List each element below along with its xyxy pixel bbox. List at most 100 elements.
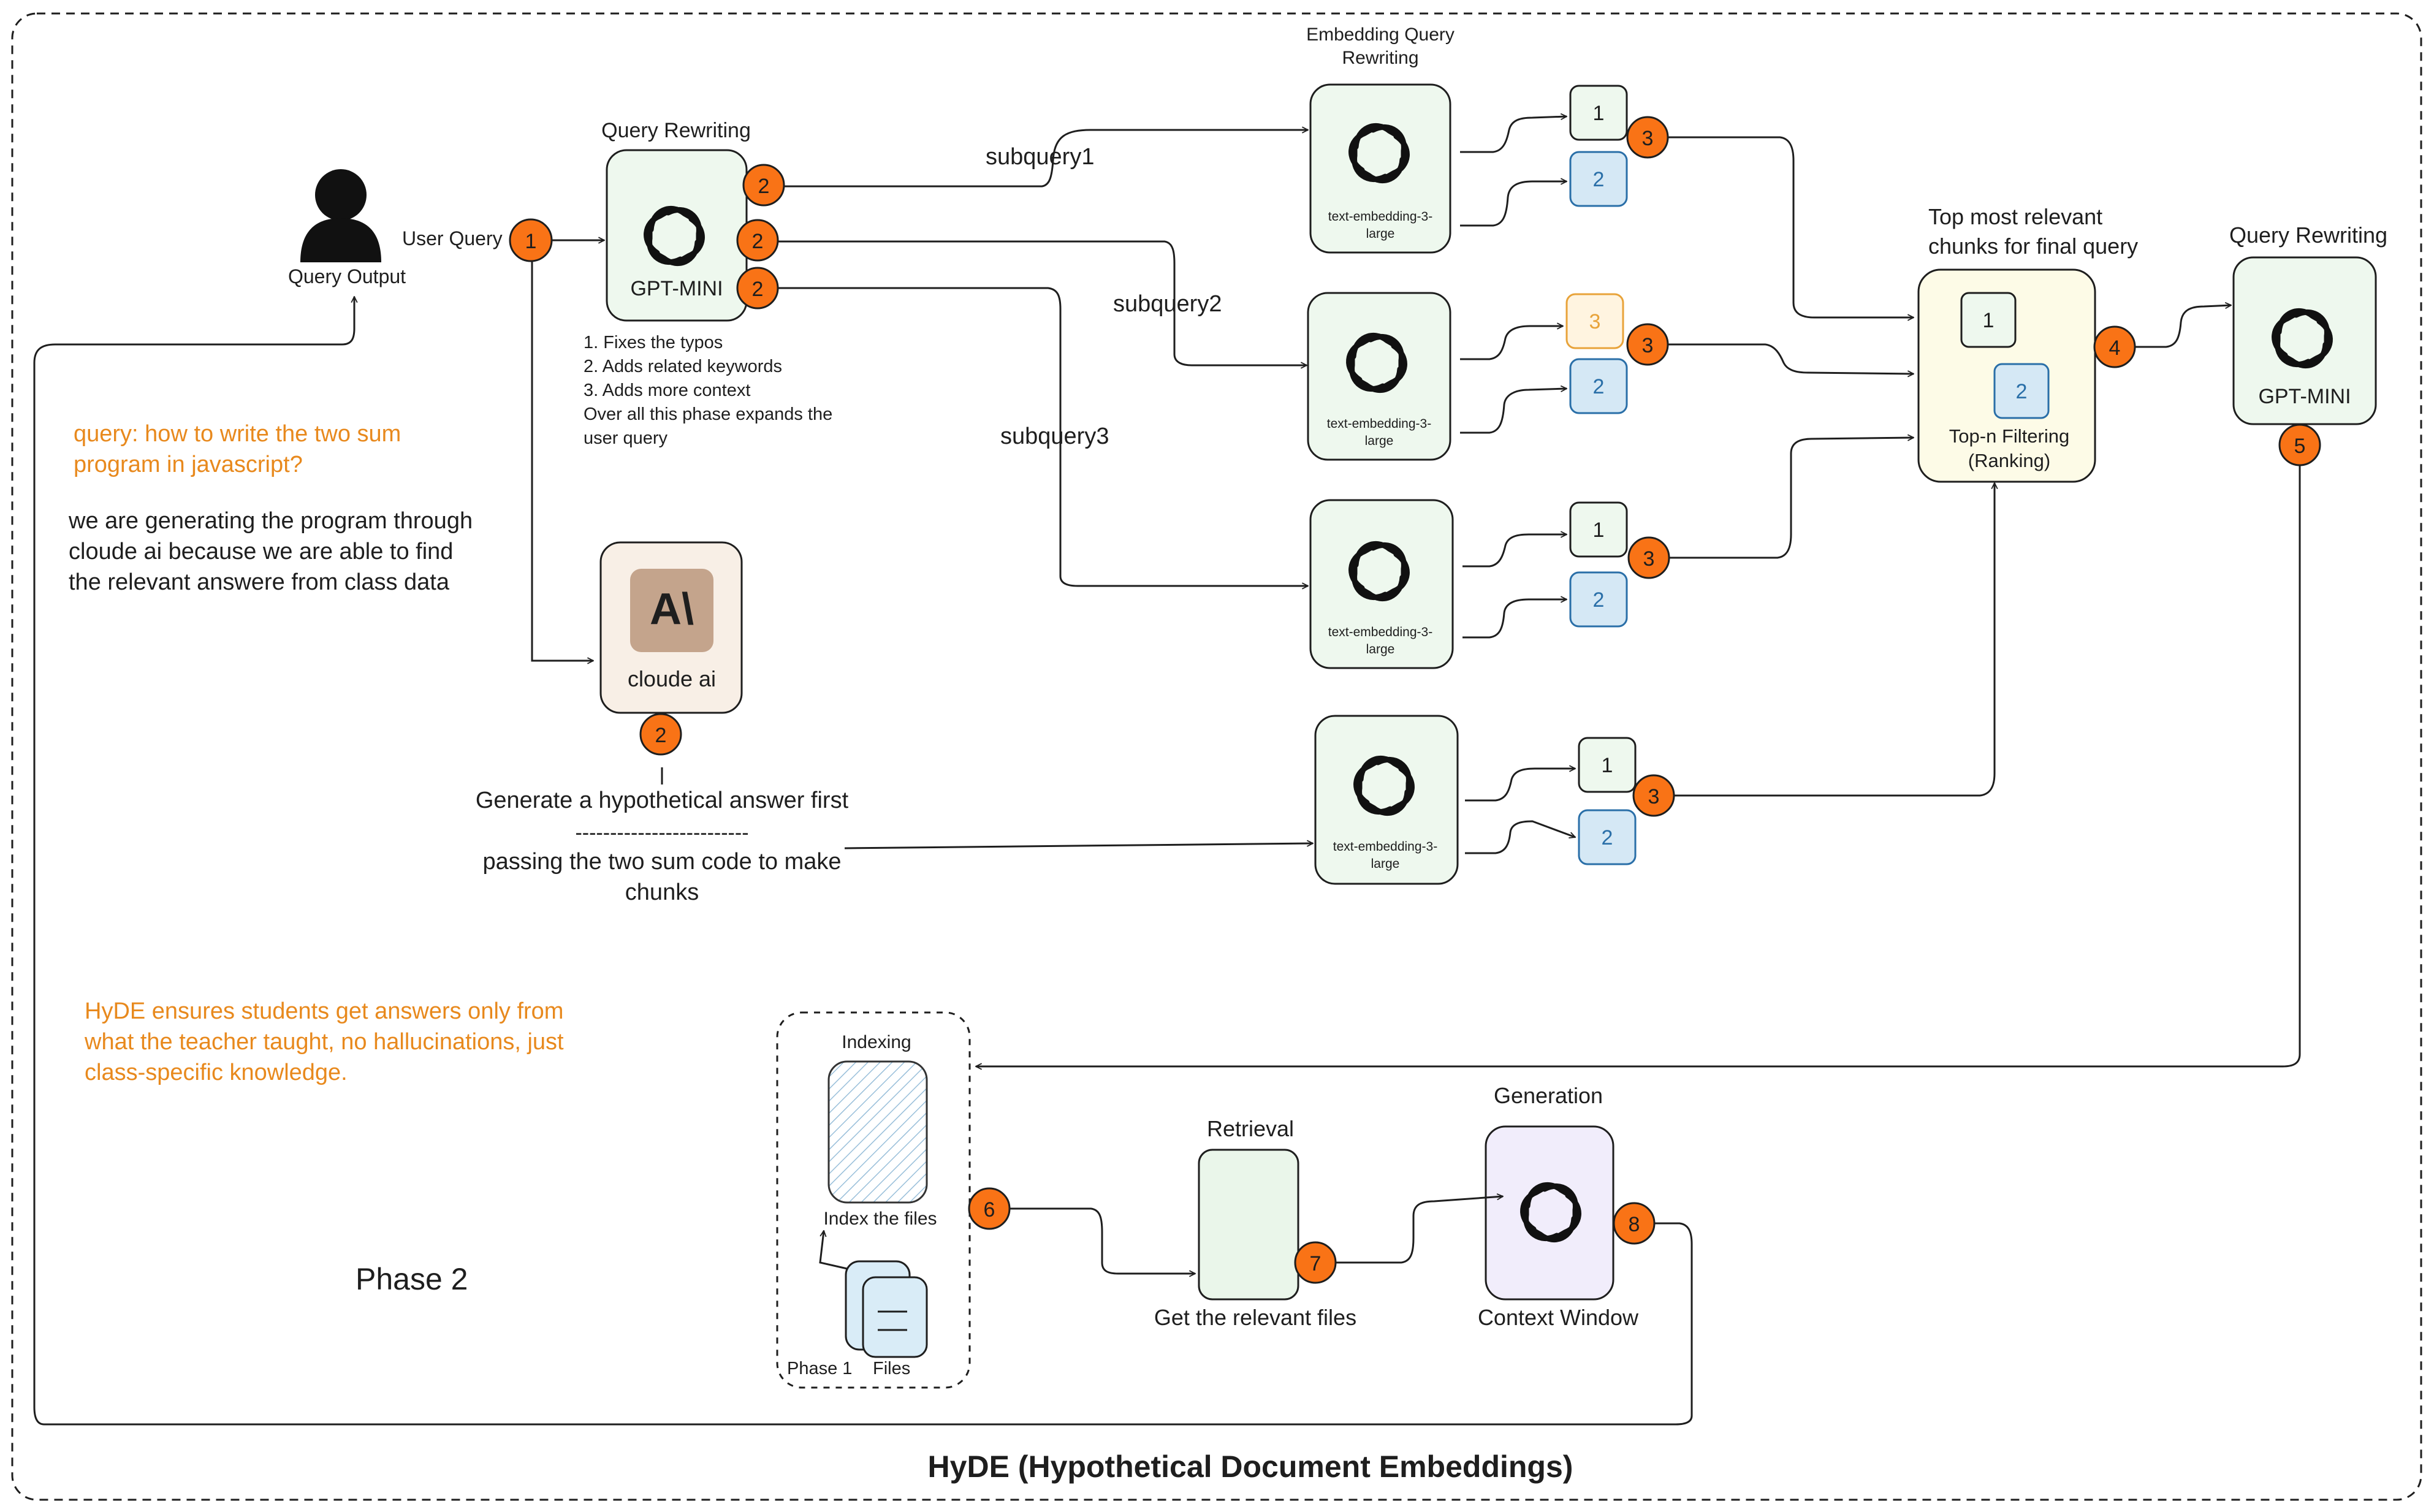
step-badge-7: 7 xyxy=(1294,1241,1337,1284)
embedding-card-4[interactable]: text-embedding-3- large xyxy=(1314,715,1459,885)
phase1-frame xyxy=(776,1011,971,1389)
ranking-label-line1: Top-n Filtering xyxy=(1949,425,2069,447)
rewrite-note-2: 2. Adds related keywords xyxy=(584,357,782,376)
rewrite-note-5: user query xyxy=(584,428,668,448)
embedding-card-2[interactable]: text-embedding-3- large xyxy=(1307,292,1451,461)
query-note-line1: query: how to write the two sum xyxy=(74,421,401,447)
connectors xyxy=(33,116,2301,1426)
diagram-title: HyDE (Hypothetical Document Embeddings) xyxy=(928,1449,1573,1484)
embedding-model-label: text-embedding-3- xyxy=(1327,417,1431,431)
step-badge-8: 8 xyxy=(1613,1202,1656,1245)
step-badge-2: 2 xyxy=(736,267,779,310)
embedding-heading-line1: Embedding Query xyxy=(1306,25,1455,45)
generation-label: Generation xyxy=(1494,1083,1603,1108)
step-badge-3: 3 xyxy=(1626,116,1669,159)
svg-text:2: 2 xyxy=(655,724,667,747)
ranking-heading-line2: chunks for final query xyxy=(1928,234,2138,259)
svg-text:3: 3 xyxy=(1643,547,1655,571)
chunk-chip-label: 2 xyxy=(1593,375,1605,398)
chunk-chip-label: 2 xyxy=(2016,380,2028,403)
generation-caption: Context Window xyxy=(1478,1305,1639,1330)
chunk-chip-label: 1 xyxy=(1593,519,1605,542)
embedding-model-label: large xyxy=(1366,227,1395,241)
chunk-chip-1 xyxy=(1569,85,1628,141)
hypothetical-line2: passing the two sum code to make xyxy=(482,849,841,875)
rewrite-note-1: 1. Fixes the typos xyxy=(584,333,723,352)
svg-text:2: 2 xyxy=(758,175,770,198)
final-rewriting-heading: Query Rewriting xyxy=(2229,222,2387,248)
chunk-chip-2 xyxy=(1578,809,1637,865)
embedding-model-label: large xyxy=(1365,434,1394,448)
rewrite-note-4: Over all this phase expands the xyxy=(584,405,832,424)
index-files-label: Index the files xyxy=(823,1209,937,1229)
embedding-heading-line2: Rewriting xyxy=(1342,48,1418,68)
phase1-label: Phase 1 xyxy=(787,1359,852,1378)
final-gpt-mini-card[interactable] xyxy=(2232,256,2377,425)
chunk-chip-3 xyxy=(1565,293,1624,349)
svg-text:3: 3 xyxy=(1642,334,1654,357)
step-badge-2: 2 xyxy=(736,219,779,262)
rewrite-note-3: 3. Adds more context xyxy=(584,381,750,400)
indexing-label: Indexing xyxy=(842,1032,911,1052)
embedding-model-label: text-embedding-3- xyxy=(1328,625,1432,639)
chunk-chip-1 xyxy=(1569,501,1628,558)
step-badge-6: 6 xyxy=(968,1187,1011,1230)
step-badge-3: 3 xyxy=(1626,323,1669,366)
query-output-label: Query Output xyxy=(288,265,406,287)
claude-logo-text: A\ xyxy=(650,585,694,634)
svg-text:4: 4 xyxy=(2109,336,2121,360)
embedding-card-3[interactable]: text-embedding-3- large xyxy=(1309,499,1454,669)
gpt-mini-label: GPT-MINI xyxy=(630,277,723,300)
subquery3-label: subquery3 xyxy=(1000,424,1109,449)
embedding-card-1[interactable]: text-embedding-3- large xyxy=(1309,83,1451,254)
step-badge-5: 5 xyxy=(2278,424,2321,466)
svg-text:2: 2 xyxy=(752,278,764,301)
subquery1-label: subquery1 xyxy=(986,144,1094,170)
chunk-chip-label: 1 xyxy=(1593,102,1605,125)
generation-card[interactable] xyxy=(1485,1125,1614,1301)
step-badge-2: 2 xyxy=(639,713,682,756)
chunk-chip-label: 3 xyxy=(1589,310,1601,333)
subquery2-label: subquery2 xyxy=(1113,291,1222,317)
index-store xyxy=(827,1060,928,1204)
query-note-line2: program in javascript? xyxy=(74,452,303,477)
explain-note-line1: we are generating the program through xyxy=(68,508,473,534)
svg-text:3: 3 xyxy=(1648,785,1660,808)
index-arrow xyxy=(819,1231,848,1270)
embedding-model-label: large xyxy=(1366,642,1395,656)
hypothetical-line1: Generate a hypothetical answer first xyxy=(476,788,849,813)
svg-text:3: 3 xyxy=(1642,127,1654,150)
hyde-note-line2: what the teacher taught, no hallucinatio… xyxy=(84,1029,564,1055)
phase2-label: Phase 2 xyxy=(356,1262,468,1296)
explain-note-line2: cloude ai because we are able to find xyxy=(69,539,453,564)
hypothetical-line3: chunks xyxy=(625,879,699,905)
embedding-model-label: text-embedding-3- xyxy=(1333,840,1437,854)
retrieval-card[interactable] xyxy=(1198,1149,1299,1301)
chunk-chip-1 xyxy=(1578,737,1637,793)
final-gpt-mini-label: GPT-MINI xyxy=(2258,385,2351,408)
ranked-chip-2 xyxy=(1993,363,2050,419)
explain-note-line3: the relevant answere from class data xyxy=(69,569,450,595)
chunk-chip-label: 1 xyxy=(1602,754,1613,777)
step-badge-4: 4 xyxy=(2093,325,2136,368)
step-badge-1: 1 xyxy=(509,218,553,262)
embedding-model-label: text-embedding-3- xyxy=(1328,210,1432,224)
files-label: Files xyxy=(873,1359,910,1378)
hyde-note-line1: HyDE ensures students get answers only f… xyxy=(85,998,563,1024)
hyde-note-line3: class-specific knowledge. xyxy=(85,1060,348,1085)
chunk-chip-2 xyxy=(1569,358,1628,414)
ranking-heading-line1: Top most relevant xyxy=(1928,204,2102,229)
files-icon xyxy=(845,1260,928,1358)
outer-frame xyxy=(11,12,2422,1501)
query-rewriting-heading: Query Rewriting xyxy=(601,119,751,142)
chunk-chip-label: 2 xyxy=(1602,826,1613,849)
chunk-chip-label: 2 xyxy=(1593,168,1605,191)
user-icon xyxy=(300,169,381,262)
step-badge-3: 3 xyxy=(1627,536,1670,579)
claude-label: cloude ai xyxy=(628,666,716,691)
step-badge-2: 2 xyxy=(742,164,785,207)
svg-text:7: 7 xyxy=(1310,1252,1322,1275)
svg-text:5: 5 xyxy=(2294,435,2306,458)
svg-text:8: 8 xyxy=(1629,1213,1640,1236)
hypothetical-divider: ------------------------- xyxy=(575,821,748,845)
